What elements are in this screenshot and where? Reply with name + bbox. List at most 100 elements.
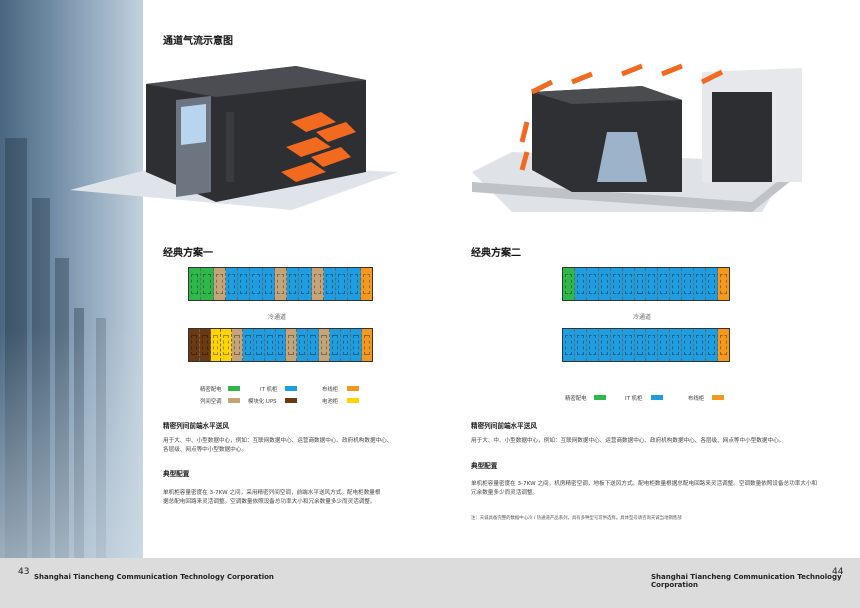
cabinet (221, 329, 233, 361)
cabinet (634, 268, 647, 300)
corp-name-left: Shanghai Tiancheng Communication Technol… (34, 573, 274, 581)
cabinet (574, 329, 587, 361)
cabinet (622, 329, 635, 361)
cabinet (329, 329, 341, 361)
legend-label: IT 机柜 (260, 387, 278, 393)
cabinet (694, 268, 707, 300)
section-title-left: 精密列间前端水平送风 (163, 422, 229, 430)
legend-swatch (228, 398, 240, 403)
cabinet (340, 329, 352, 361)
cabinet (299, 268, 312, 300)
cabinet (323, 268, 337, 300)
section-text-left-2: 各层级、网点等中小型数据中心。 (163, 447, 247, 453)
cabinet (189, 329, 200, 361)
cabinet (348, 268, 361, 300)
cabinet (225, 268, 239, 300)
cabinet (610, 329, 623, 361)
cabinet (610, 268, 623, 300)
cabinet (360, 268, 372, 300)
legend-label: IT 机柜 (625, 396, 643, 402)
section-title-right: 精密列间前端水平送风 (471, 422, 537, 430)
section-text-left-1: 用于大、中、小型数据中心，例如：互联网数据中心、运营商数据中心、政府机构数据中心… (163, 438, 393, 444)
cold-aisle-containment-illustration (70, 66, 398, 210)
section-text-right-1: 用于大、中、小型数据中心，例如：互联网数据中心、运营商数据中心、政府机构数据中心… (471, 438, 785, 444)
cabinet (694, 329, 707, 361)
cabinet (717, 268, 729, 300)
legend-swatch (712, 395, 724, 400)
cabinet (646, 329, 659, 361)
legend-label: 精密配电 (565, 396, 587, 402)
legend-swatch (347, 398, 359, 403)
cabinet (598, 268, 611, 300)
footer-bar (0, 558, 860, 608)
cabinet (706, 268, 718, 300)
cabinet (336, 268, 349, 300)
cabinet (262, 268, 275, 300)
legend-swatch (594, 395, 606, 400)
legend-swatch (228, 386, 240, 391)
cabinet (622, 268, 635, 300)
cabinet (670, 268, 683, 300)
cabinet (658, 329, 671, 361)
config-title-right: 典型配置 (471, 462, 498, 470)
cabinet (264, 329, 276, 361)
cabinet (232, 329, 244, 361)
cabinet (646, 268, 659, 300)
cabinet-row-right-bottom (562, 328, 730, 362)
config-text-right-2: 冗余数量多少而灵活调整。 (471, 490, 539, 496)
cabinet (563, 268, 575, 300)
cabinet (670, 329, 683, 361)
cabinet (308, 329, 319, 361)
legend-swatch (285, 398, 297, 403)
cabinet (275, 329, 287, 361)
cabinet (717, 329, 729, 361)
cabinet (598, 329, 611, 361)
cabinet (586, 268, 599, 300)
cabinet (274, 268, 288, 300)
cabinet (238, 268, 251, 300)
cabinet (318, 329, 330, 361)
scheme-two-title: 经典方案二 (471, 248, 521, 259)
config-text-left-1: 单机柜容量密度在 3-7KW 之间，采用精密列间空调，前端水平送风方式。配电柜数… (163, 490, 381, 496)
legend-swatch (651, 395, 663, 400)
cabinet (201, 268, 214, 300)
cabinet (297, 329, 309, 361)
raised-floor-illustration (472, 63, 802, 212)
legend-swatch (347, 386, 359, 391)
footnote: 注：天诚具备完整的数据中心冷 / 热通道产品系列，具有多种型号可供选择。具体型号… (471, 516, 682, 521)
cabinet (563, 329, 575, 361)
cabinet (586, 329, 599, 361)
config-text-right-1: 单机柜容量密度在 3-7KW 之间，机房精密空调，地板下送风方式。配电柜数量根据… (471, 481, 818, 487)
cabinet (199, 329, 211, 361)
legend-swatch (285, 386, 297, 391)
cabinet-row-right-top (562, 267, 730, 301)
page-number-right: 44 (832, 567, 844, 577)
page-number-left: 43 (18, 567, 30, 577)
legend-label: 布线柜 (688, 396, 705, 402)
cabinet (682, 329, 695, 361)
cabinet (362, 329, 373, 361)
legend-label: 电池柜 (322, 399, 339, 405)
cold-aisle-label-left: 冷通道 (268, 314, 287, 321)
config-title-left: 典型配置 (163, 470, 190, 478)
scheme-one-title: 经典方案一 (163, 248, 213, 259)
cabinet (286, 329, 298, 361)
cabinet (287, 268, 300, 300)
cabinet (574, 268, 587, 300)
cabinet (351, 329, 363, 361)
airflow-heading: 通道气流示意图 (163, 36, 233, 47)
cold-aisle-label-right: 冷通道 (633, 314, 652, 321)
cabinet (311, 268, 324, 300)
datacenter-photo (0, 0, 143, 558)
cabinet (213, 268, 226, 300)
cabinet (682, 268, 695, 300)
cabinet (253, 329, 265, 361)
corp-name-right: Shanghai Tiancheng Communication Technol… (651, 573, 842, 589)
cabinet (634, 329, 647, 361)
legend-label: 精密配电 (200, 387, 222, 393)
cabinet-row-left-bottom (188, 328, 373, 362)
cabinet (210, 329, 222, 361)
cabinet (189, 268, 202, 300)
cabinet (250, 268, 263, 300)
config-text-left-2: 据总配电回路来灵活调整。空调数量依照设备总功率大小和冗余数量多少而灵活调整。 (163, 499, 376, 505)
